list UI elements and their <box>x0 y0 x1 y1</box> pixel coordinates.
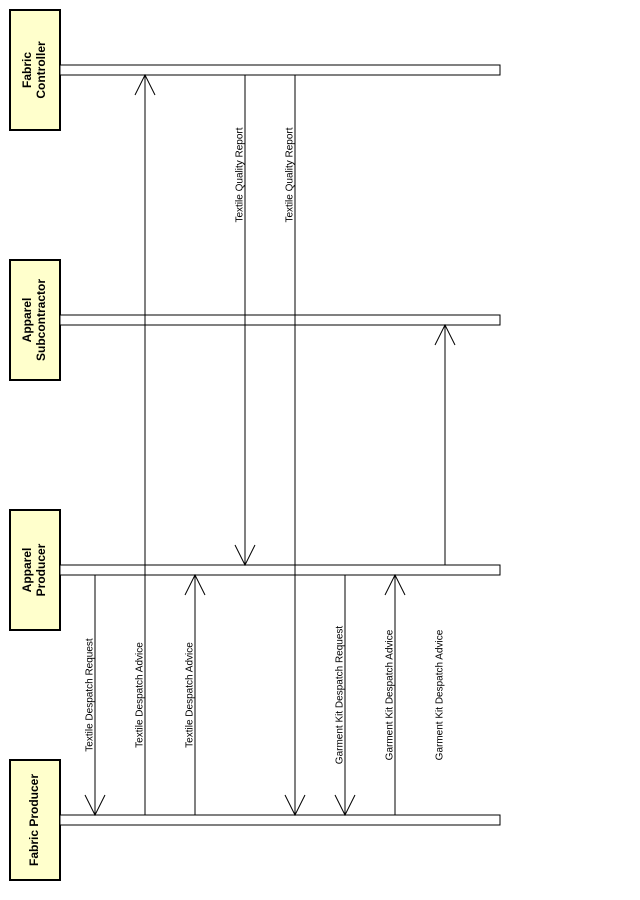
message-label: Textile Despatch Advice <box>135 642 146 748</box>
lifeline-bar <box>59 564 501 576</box>
actor-label-line: Fabric Producer <box>27 774 41 866</box>
arrowhead <box>234 544 256 567</box>
arrowhead <box>84 794 106 817</box>
message-1: Textile Despatch Request <box>84 575 106 817</box>
message-label: Textile Quality Report <box>235 127 246 222</box>
message-6: Garment Kit Despatch Request <box>334 575 356 817</box>
message-2: Textile Despatch Advice <box>134 73 156 815</box>
lifeline-bar <box>59 64 501 76</box>
message-label: Garment Kit Despatch Advice <box>435 629 446 760</box>
message-label: Garment Kit Despatch Advice <box>385 629 396 760</box>
message-label: Textile Despatch Advice <box>185 642 196 748</box>
message-8: Garment Kit Despatch Advice <box>434 323 456 760</box>
actor-label-line: Controller <box>34 41 48 99</box>
actor-label-line: Apparel <box>20 548 34 593</box>
arrowhead <box>134 73 156 96</box>
arrowhead <box>284 794 306 817</box>
message-label: Textile Quality Report <box>285 127 296 222</box>
actor-label-line: Apparel <box>20 298 34 343</box>
actor-label-line: Subcontractor <box>34 279 48 361</box>
actor-fabric-producer: Fabric Producer <box>9 759 501 881</box>
actor-box <box>9 259 61 381</box>
actor-box <box>9 9 61 131</box>
message-5: Textile Quality Report <box>284 75 306 817</box>
message-label: Garment Kit Despatch Request <box>335 626 346 765</box>
message-7: Garment Kit Despatch Advice <box>384 573 406 815</box>
arrowhead <box>434 323 456 346</box>
message-4: Textile Quality Report <box>234 75 256 567</box>
lifeline-bar <box>59 314 501 326</box>
arrowhead <box>384 573 406 596</box>
message-label: Textile Despatch Request <box>85 638 96 752</box>
actor-label-line: Producer <box>34 543 48 596</box>
lifeline-bar <box>59 814 501 826</box>
actor-label-line: Fabric <box>20 52 34 88</box>
arrowhead <box>184 573 206 596</box>
message-3: Textile Despatch Advice <box>184 573 206 815</box>
arrowhead <box>334 794 356 817</box>
actor-box <box>9 509 61 631</box>
